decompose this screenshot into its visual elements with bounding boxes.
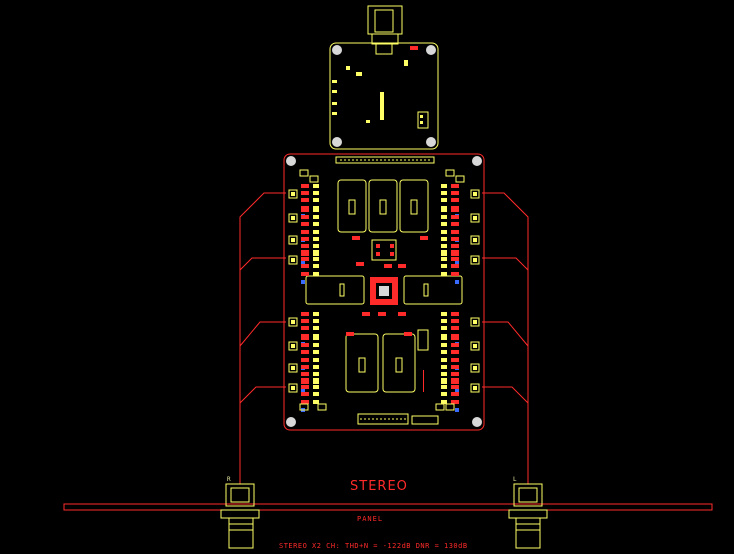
rca-jack-right: [220, 483, 260, 549]
channel-left-label: L: [513, 476, 517, 483]
panel-label: PANEL: [357, 515, 384, 523]
upper-capacitor-group: [337, 179, 429, 233]
smd-component-footprints: [288, 169, 480, 412]
center-ic: [370, 239, 398, 305]
rca-jack-left: [508, 483, 548, 549]
side-modules: [305, 275, 463, 305]
drawing-title: STEREO: [350, 479, 408, 494]
spec-line: STEREO X2 CH: THD+N = -122dB DNR = 130dB: [279, 542, 468, 550]
top-module-board: [329, 5, 439, 150]
front-panel: [63, 503, 713, 511]
signal-wiring: [239, 192, 529, 484]
channel-right-label: R: [227, 476, 231, 483]
main-board-outline: [283, 153, 485, 431]
lower-capacitor-group: [345, 329, 429, 393]
